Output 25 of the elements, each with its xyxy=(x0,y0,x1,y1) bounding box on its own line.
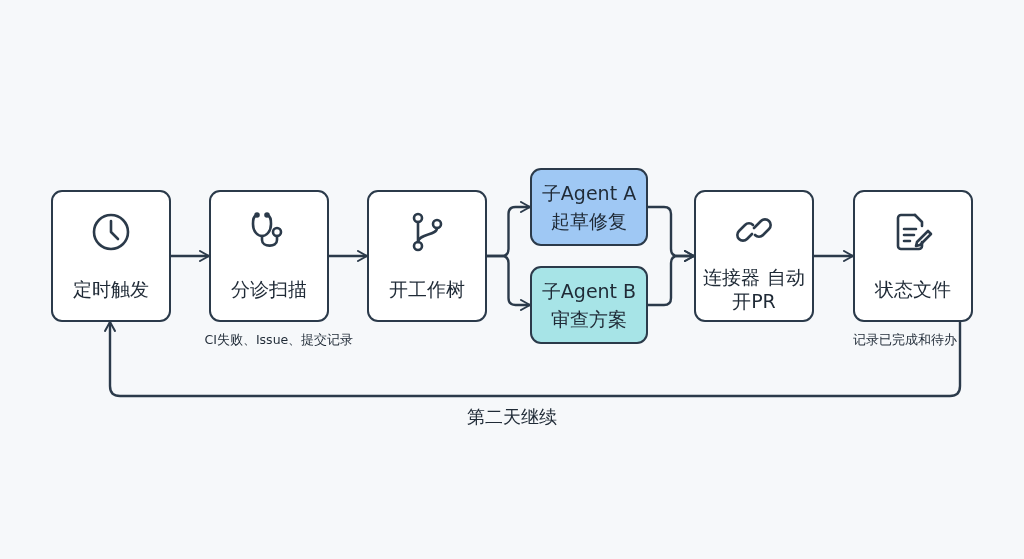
caption-text: CI失败、Issue、提交记录 xyxy=(204,332,354,349)
arrow xyxy=(648,250,695,307)
process-box xyxy=(694,190,814,322)
agent-box xyxy=(530,168,648,246)
box-label: 子Agent B xyxy=(540,278,638,303)
arrow xyxy=(104,321,962,398)
box-label: 起草修复 xyxy=(550,208,628,233)
process-box xyxy=(209,190,329,322)
edge-label: 第二天继续 xyxy=(467,405,557,429)
agent-box xyxy=(530,266,648,344)
process-box xyxy=(367,190,487,322)
box-label: 分诊扫描 xyxy=(230,276,308,301)
arrow xyxy=(329,250,368,262)
caption-text: 记录已完成和待办 xyxy=(853,332,957,349)
box-label: 连接器 自动开PR xyxy=(702,264,806,313)
process-box xyxy=(853,190,973,322)
box-label: 定时触发 xyxy=(72,276,150,301)
arrow xyxy=(814,250,854,262)
arrow xyxy=(171,250,210,262)
process-box xyxy=(51,190,171,322)
box-label: 子Agent A xyxy=(540,180,638,205)
arrow xyxy=(487,254,531,311)
box-label: 审查方案 xyxy=(550,306,628,331)
box-label: 状态文件 xyxy=(874,276,952,301)
box-label: 开工作树 xyxy=(388,276,466,301)
